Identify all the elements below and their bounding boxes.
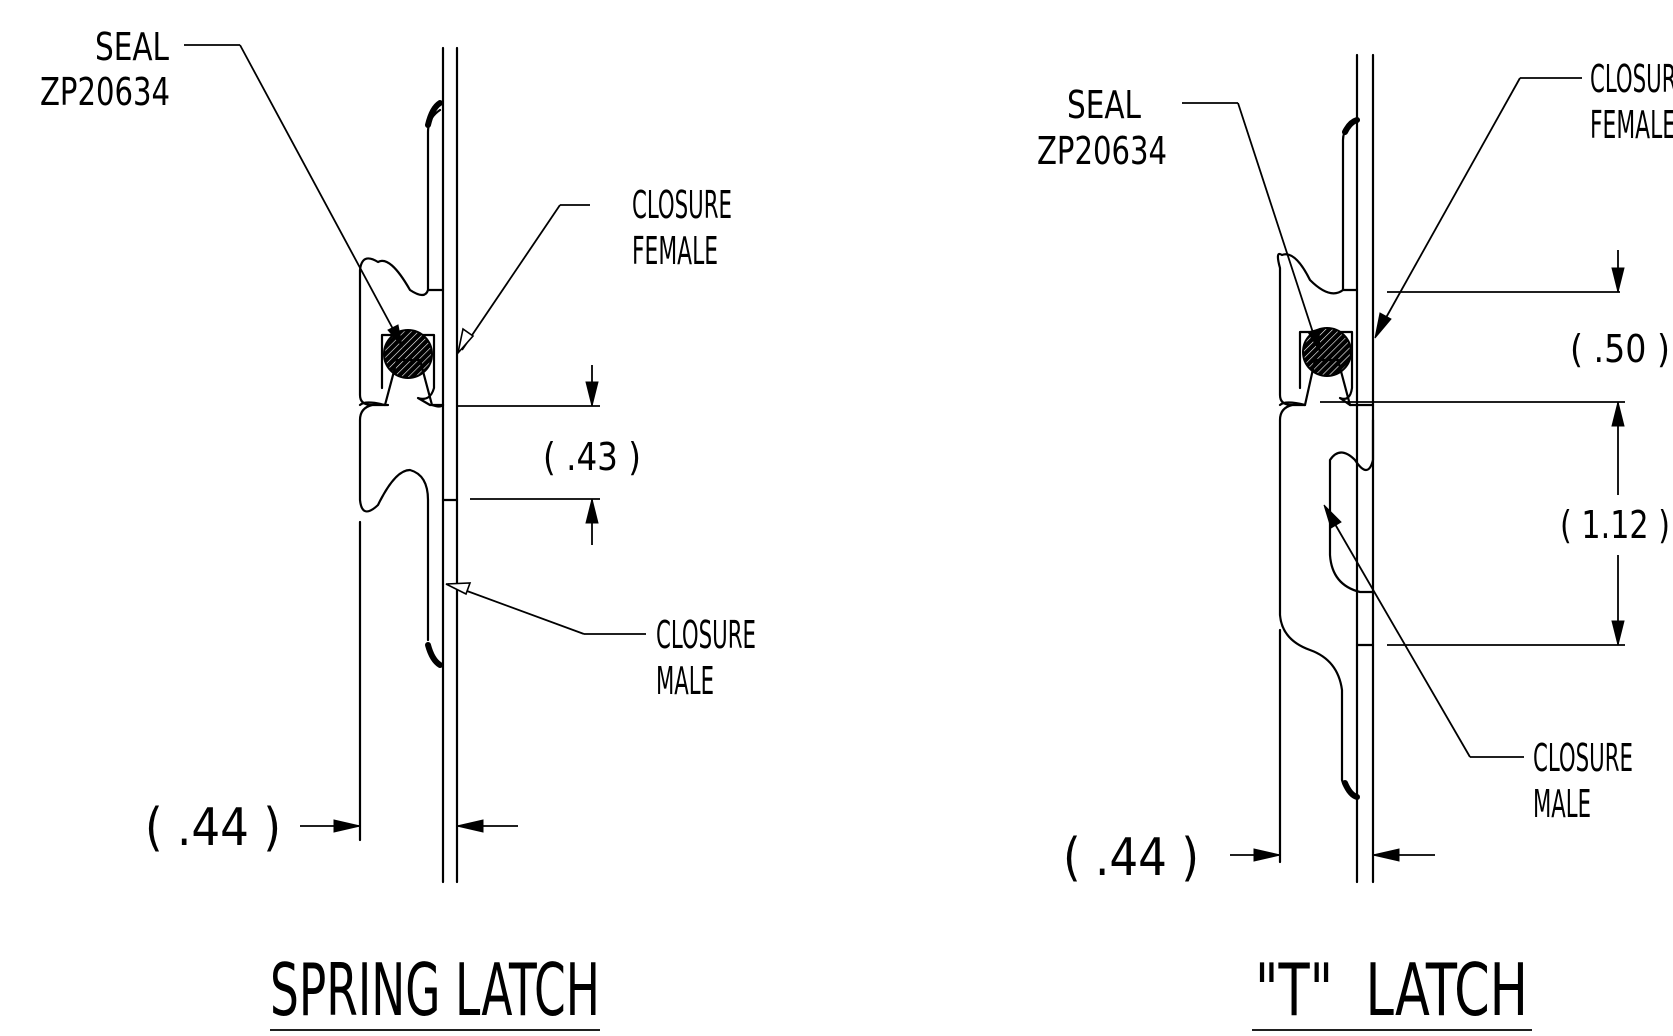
- seal-label: SEAL: [95, 25, 169, 69]
- closure-male-label-2: MALE: [656, 659, 714, 703]
- dimension-arrow: [1611, 267, 1625, 293]
- dimension-top-text: ( .50 ): [1570, 327, 1670, 371]
- dimension-arrow: [1611, 620, 1625, 646]
- retainer-lip: [425, 100, 443, 128]
- closure-female-label-2: FEMALE: [632, 229, 718, 273]
- dimension-arrow: [456, 819, 484, 833]
- retainer-lip: [425, 642, 443, 668]
- t-latch-title: "T" LATCH: [1255, 948, 1528, 1032]
- male-leader: [447, 583, 585, 635]
- seal-part-number: ZP20634: [1037, 129, 1167, 173]
- closure-female-label-1: CLOSURE: [1590, 57, 1673, 101]
- retainer-lip: [1342, 117, 1360, 135]
- male-leader-arrow: [1323, 504, 1342, 529]
- dimension-gap-text: ( .43 ): [543, 435, 641, 479]
- seal-part-number: ZP20634: [40, 70, 170, 114]
- female-leader-arrow: [456, 327, 475, 356]
- dimension-span-text: ( 1.12 ): [1560, 503, 1670, 547]
- seal-label: SEAL: [1067, 83, 1141, 127]
- closure-male-label-2: MALE: [1533, 782, 1591, 826]
- dimension-arrow: [1372, 848, 1400, 862]
- closure-male-tongue: [1278, 358, 1352, 407]
- seal-leader-arrow: [1307, 328, 1321, 353]
- dimension-width-text: ( .44 ): [1063, 828, 1199, 888]
- dimension-arrow: [1611, 401, 1625, 427]
- retainer-lip: [1342, 780, 1360, 800]
- dimension-arrow: [333, 819, 361, 833]
- male-leader-arrow: [445, 582, 472, 596]
- dimension-arrow: [585, 381, 599, 407]
- male-leader: [1327, 511, 1471, 758]
- closure-male-label-1: CLOSURE: [1533, 736, 1633, 780]
- seal-leader: [239, 44, 401, 343]
- spring-latch-detail: ( .43 ) ( .44 ) SEAL ZP20634 CLOSURE FEM…: [40, 25, 756, 1032]
- closure-male-profile: [358, 403, 430, 642]
- t-latch-detail: ( .50 ) ( 1.12 ) ( .44 ) SEAL ZP20634 CL…: [1037, 53, 1673, 1032]
- closure-female-label-2: FEMALE: [1590, 103, 1673, 147]
- t-cavity: [1328, 418, 1375, 594]
- female-leader: [461, 204, 561, 351]
- closure-male-profile: [1278, 403, 1359, 797]
- dimension-width-text: ( .44 ): [145, 798, 281, 858]
- closure-male-label-1: CLOSURE: [656, 613, 756, 657]
- seal-leader-arrow: [387, 324, 403, 348]
- closure-female-label-1: CLOSURE: [632, 183, 732, 227]
- seal-ring: [383, 329, 433, 379]
- seal-leader: [1237, 102, 1319, 349]
- closure-male-tongue: [358, 358, 445, 408]
- spring-latch-title: SPRING LATCH: [270, 948, 600, 1032]
- female-leader-arrow: [1374, 312, 1392, 339]
- female-leader: [1377, 77, 1521, 333]
- dimension-arrow: [585, 498, 599, 524]
- dimension-arrow: [1253, 848, 1281, 862]
